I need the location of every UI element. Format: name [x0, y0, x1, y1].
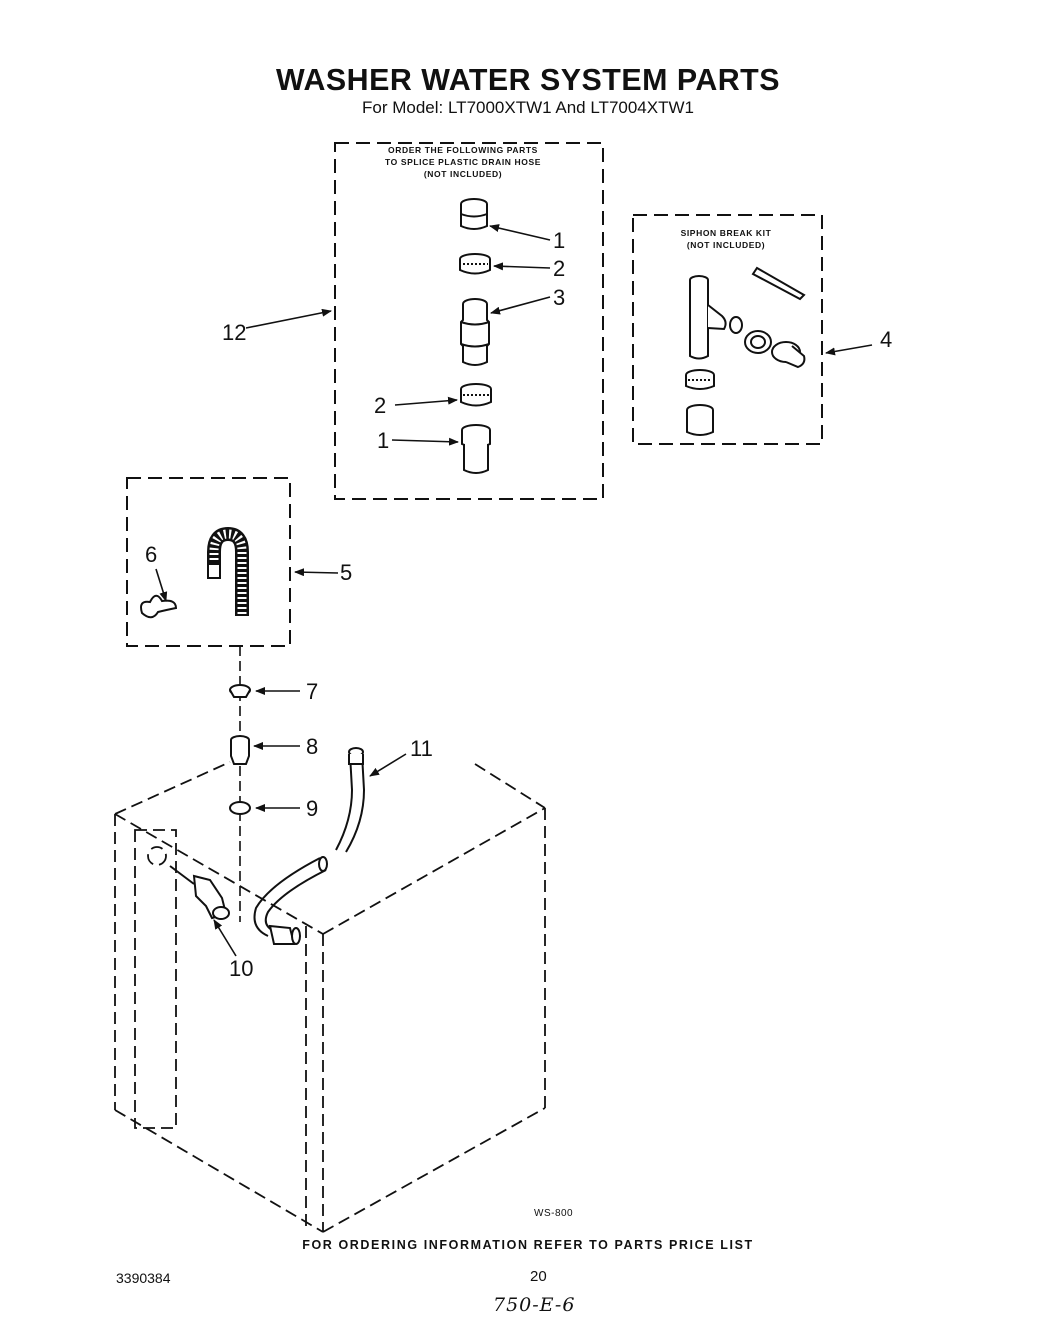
splice-kit-parts [459, 198, 492, 474]
washer-cabinet-outline [114, 761, 546, 1233]
siphon-kit-parts [685, 266, 806, 436]
page-number: 20 [530, 1268, 547, 1285]
page-title: WASHER WATER SYSTEM PARTS [276, 62, 780, 97]
callout-8: 8 [306, 734, 318, 759]
ordering-footer: FOR ORDERING INFORMATION REFER TO PARTS … [302, 1238, 754, 1252]
clamp-part-2-bottom [460, 383, 492, 407]
model-subtitle: For Model: LT7000XTW1 And LT7004XTW1 [362, 98, 694, 117]
siphon-tee-fitting [689, 275, 727, 360]
callout-3: 3 [553, 285, 565, 310]
callout-5: 5 [340, 560, 352, 585]
callout-12: 12 [222, 320, 246, 345]
callout-4-arrow [825, 344, 873, 356]
clamp-part-9 [229, 801, 251, 815]
siphon-kit-box: SIPHON BREAK KIT (NOT INCLUDED) [632, 214, 823, 445]
splice-note-line-2: TO SPLICE PLASTIC DRAIN HOSE [385, 157, 541, 167]
siphon-tie-strap [751, 266, 806, 301]
splice-callouts [245, 224, 551, 446]
callout-10: 10 [229, 956, 253, 981]
siphon-note-line-2: (NOT INCLUDED) [687, 240, 765, 250]
connector-part-1-bottom [461, 424, 491, 474]
callout-1-bottom: 1 [377, 428, 389, 453]
coupling-part-3 [460, 298, 490, 366]
splice-note-line-1: ORDER THE FOLLOWING PARTS [388, 145, 538, 155]
drain-hose-box [126, 477, 291, 647]
pump-outlet-part-10 [169, 865, 230, 920]
callout-6: 6 [145, 542, 157, 567]
callout-7: 7 [306, 679, 318, 704]
callout-4: 4 [880, 327, 892, 352]
splice-note-line-3: (NOT INCLUDED) [424, 169, 502, 179]
callout-10-arrow [213, 919, 237, 957]
siphon-note-line-1: SIPHON BREAK KIT [681, 228, 772, 238]
callout-2-bottom: 2 [374, 393, 386, 418]
siphon-bottom-connector [686, 404, 714, 436]
callout-1-top: 1 [553, 228, 565, 253]
clamp-part-7 [229, 684, 251, 698]
siphon-small-ring [729, 316, 743, 334]
diagram-code: WS-800 [534, 1208, 574, 1219]
callout-11-arrow [369, 753, 407, 777]
callout-11: 11 [410, 736, 433, 761]
siphon-connector [771, 341, 806, 369]
clamp-part-2-top [459, 253, 491, 275]
callout-9: 9 [306, 796, 318, 821]
callout-6-arrow [155, 568, 168, 602]
document-number: 3390384 [116, 1270, 171, 1286]
fill-hose-part-11 [335, 747, 366, 853]
internal-drain-hose [253, 856, 328, 945]
hose-clip-part-6 [140, 594, 178, 619]
connector-part-1-top [460, 198, 488, 230]
callout-5-arrow [294, 568, 339, 577]
drain-hose-part-5 [207, 526, 249, 616]
callout-2-top: 2 [553, 256, 565, 281]
siphon-clamp [744, 330, 772, 354]
siphon-bottom-clamp [685, 369, 715, 390]
connector-part-8 [230, 735, 250, 765]
handwritten-note: 750-E-6 [493, 1294, 576, 1316]
splice-kit-box: ORDER THE FOLLOWING PARTS TO SPLICE PLAS… [334, 142, 604, 500]
